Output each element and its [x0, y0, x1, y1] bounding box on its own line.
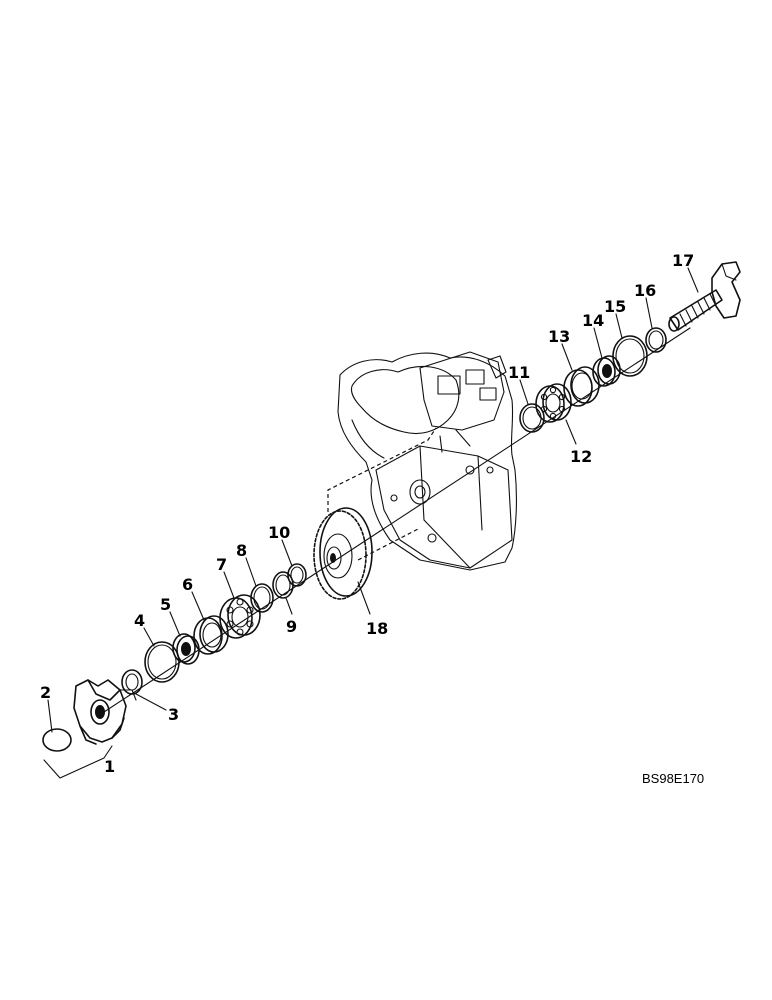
alignment-guides	[327, 427, 437, 561]
callout-17: 17	[672, 251, 694, 270]
leader-lines	[43, 267, 699, 779]
splined-shaft-17	[668, 261, 741, 332]
bearing-14	[592, 355, 621, 387]
callout-5: 5	[160, 595, 171, 614]
ball-bearing-7	[219, 594, 261, 639]
bearing-5	[172, 633, 200, 665]
ring-10	[287, 563, 307, 587]
callout-labels: 1 2 3 4 5 6 7 8 9 10 11 12 13 14 15 16 1…	[40, 251, 694, 776]
ball-bearing-12	[535, 383, 572, 423]
callout-2: 2	[40, 683, 51, 702]
callout-16: 16	[634, 281, 656, 300]
gear-18	[313, 507, 373, 600]
figure-reference-code: BS98E170	[642, 771, 704, 786]
yoke-flange	[73, 679, 137, 745]
callout-6: 6	[182, 575, 193, 594]
callout-8: 8	[236, 541, 247, 560]
ring-8	[250, 583, 274, 613]
callout-15: 15	[604, 297, 626, 316]
callout-13: 13	[548, 327, 570, 346]
ring-15	[612, 335, 648, 377]
callout-11: 11	[508, 363, 530, 382]
callout-1: 1	[104, 757, 115, 776]
callout-12: 12	[570, 447, 592, 466]
callout-14: 14	[582, 311, 604, 330]
seal-ring-3	[121, 669, 143, 695]
ring-16	[645, 327, 667, 353]
snap-ring-4	[144, 641, 180, 683]
callout-7: 7	[216, 555, 227, 574]
transmission-housing	[337, 351, 517, 571]
callout-3: 3	[168, 705, 179, 724]
cap-disc	[42, 699, 72, 752]
bearing-6	[193, 615, 229, 655]
callout-9: 9	[286, 617, 297, 636]
callout-4: 4	[134, 611, 145, 630]
callout-18: 18	[366, 619, 388, 638]
callout-10: 10	[268, 523, 290, 542]
